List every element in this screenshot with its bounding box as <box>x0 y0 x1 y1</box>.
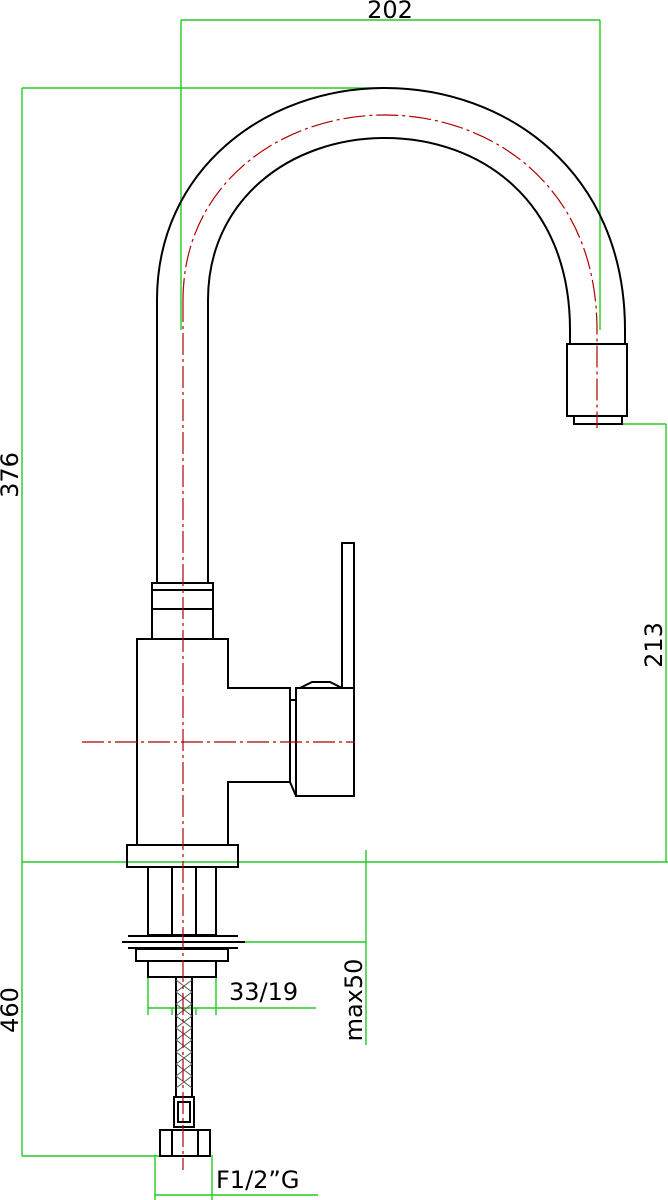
flex-hose <box>159 976 211 1157</box>
label-total-reach: 202 <box>367 0 413 24</box>
label-total-height: 376 <box>0 452 24 498</box>
center-lines <box>82 114 598 1170</box>
label-spout-height: 213 <box>640 622 668 668</box>
label-connection-thread: F1/2”G <box>216 1166 299 1194</box>
dimension-lines <box>21 19 668 1200</box>
label-hole-diameter: 33/19 <box>229 978 298 1006</box>
label-max-deck: max50 <box>340 959 368 1042</box>
faucet-body <box>122 86 628 978</box>
label-hose-length: 460 <box>0 987 24 1033</box>
